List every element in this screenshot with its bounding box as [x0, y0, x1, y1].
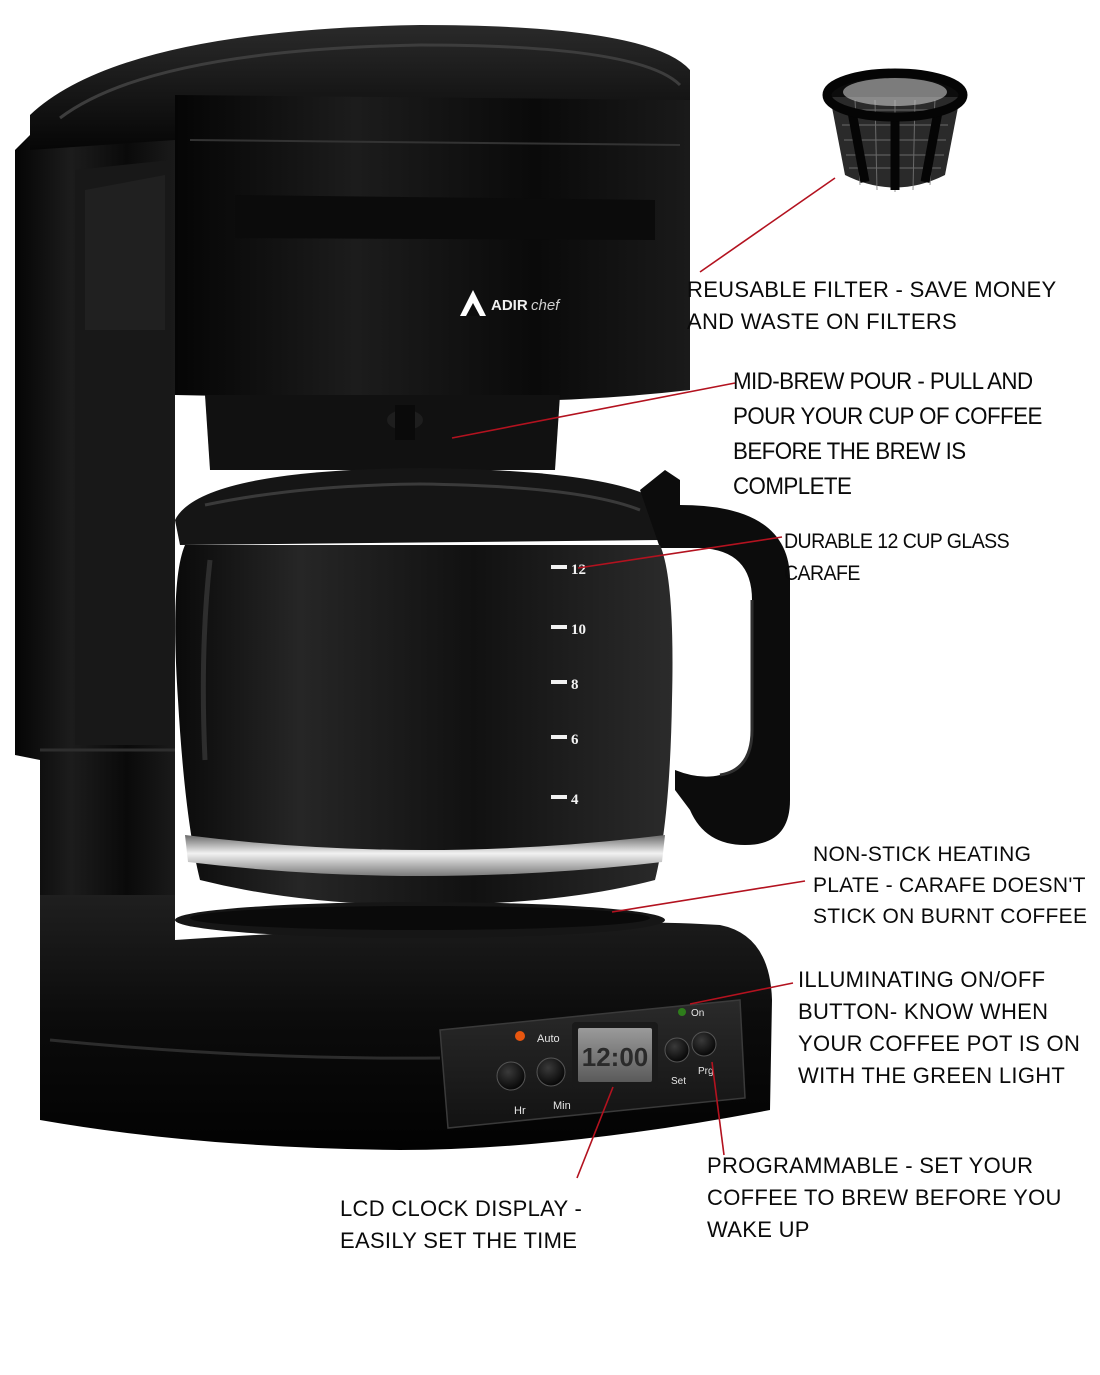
callout-glass-carafe: DURABLE 12 CUP GLASS CARAFE [784, 530, 1010, 585]
callout-reusable-filter: REUSABLE FILTER - SAVE MONEY AND WASTE O… [687, 277, 1057, 334]
auto-label: Auto [537, 1033, 560, 1045]
callout-mid-brew-pour: MID-BREW POUR - PULL AND POUR YOUR CUP O… [733, 368, 1042, 500]
carafe-volume-markings: 12 10 8 6 4 [551, 562, 586, 808]
leader-line-lcd [576, 1086, 614, 1179]
reusable-filter-image [822, 68, 968, 192]
leader-line-carafe [577, 536, 783, 569]
hour-button[interactable] [496, 1061, 526, 1091]
program-button-label: Prg [698, 1066, 714, 1077]
set-button-label: Set [671, 1076, 686, 1087]
coffee-maker-body: ADIR chef [15, 25, 690, 1090]
leader-line-heating-plate [611, 880, 806, 913]
auto-led-indicator [515, 1031, 525, 1041]
leader-line-on-off [689, 982, 794, 1005]
volume-tick-12 [551, 565, 567, 569]
callout-leader-lines [451, 177, 836, 1179]
leader-line-reusable-filter [699, 177, 836, 273]
volume-tick-8 [551, 680, 567, 684]
volume-tick-4 [551, 795, 567, 799]
callout-heating-plate: NON-STICK HEATING PLATE - CARAFE DOESN'T… [813, 843, 1088, 928]
glass-carafe: 12 10 8 6 4 [175, 468, 790, 905]
callout-on-off-button: ILLUMINATING ON/OFF BUTTON- KNOW WHEN YO… [798, 967, 1081, 1088]
brand-name-suffix: chef [531, 297, 561, 314]
volume-tick-10 [551, 625, 567, 629]
minute-button-label: Min [553, 1100, 571, 1112]
leader-line-mid-brew [451, 382, 736, 439]
set-button[interactable] [664, 1037, 690, 1063]
on-label: On [691, 1008, 704, 1019]
program-button[interactable] [691, 1031, 717, 1057]
hour-button-label: Hr [514, 1105, 526, 1117]
brand-name: ADIR [491, 297, 528, 314]
volume-label-8: 8 [571, 677, 579, 693]
volume-tick-6 [551, 735, 567, 739]
leader-line-programmable [711, 1061, 725, 1156]
callout-lcd-clock: LCD CLOCK DISPLAY - EASILY SET THE TIME [340, 1196, 583, 1253]
callout-programmable: PROGRAMMABLE - SET YOUR COFFEE TO BREW B… [707, 1153, 1062, 1242]
minute-button[interactable] [536, 1057, 566, 1087]
volume-label-12: 12 [571, 562, 586, 578]
volume-label-6: 6 [571, 732, 579, 748]
volume-label-10: 10 [571, 622, 586, 638]
control-panel: Auto On 12:00 Hr Min Set Prg [439, 999, 746, 1129]
on-led-indicator [678, 1008, 686, 1016]
volume-label-4: 4 [571, 792, 579, 808]
lcd-clock-display: 12:00 [582, 1042, 649, 1072]
